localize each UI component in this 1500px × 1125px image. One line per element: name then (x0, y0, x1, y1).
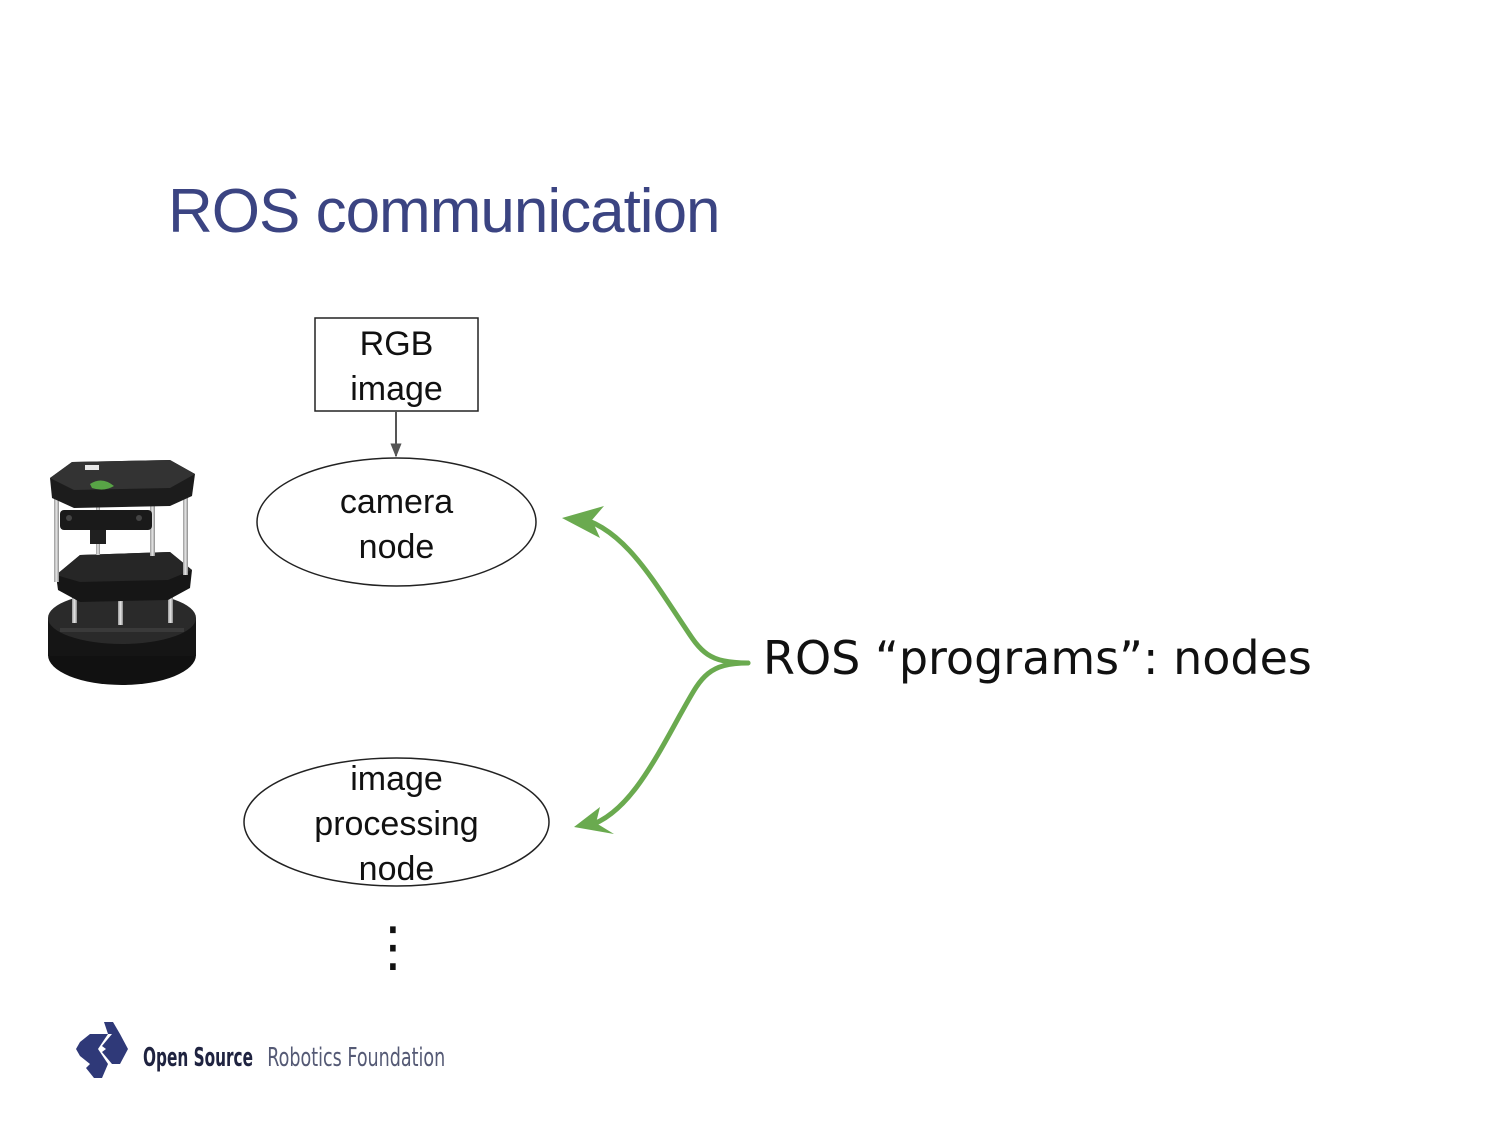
slide-title: ROS communication (168, 177, 721, 246)
footer-org-part1: Open Source (143, 1043, 253, 1073)
nodes-callout: ROS “programs”: nodes (763, 631, 1312, 685)
osrf-logo-icon (76, 1022, 128, 1078)
callout-brace (562, 506, 751, 834)
message-box-line2: image (350, 370, 443, 408)
arrowhead-down-icon (574, 807, 614, 834)
turtlebot-robot-icon (48, 460, 196, 685)
footer-org-part2: Robotics Foundation (267, 1043, 445, 1073)
arrowhead-up-icon (562, 506, 604, 538)
processing-node-line3: node (359, 850, 435, 888)
camera-node-line2: node (359, 528, 435, 566)
rgb-image-message-box: RGB image (314, 317, 479, 412)
camera-node-line1: camera (340, 483, 453, 521)
camera-node: camera node (256, 457, 537, 587)
processing-node-line1: image (350, 760, 443, 798)
image-processing-node: image processing node (243, 757, 550, 888)
footer-org-name: Open Source Robotics Foundation (143, 1043, 445, 1073)
message-box-line1: RGB (360, 325, 434, 363)
processing-node-line2: processing (314, 805, 478, 843)
more-nodes-ellipsis: ⋮ (366, 915, 420, 978)
